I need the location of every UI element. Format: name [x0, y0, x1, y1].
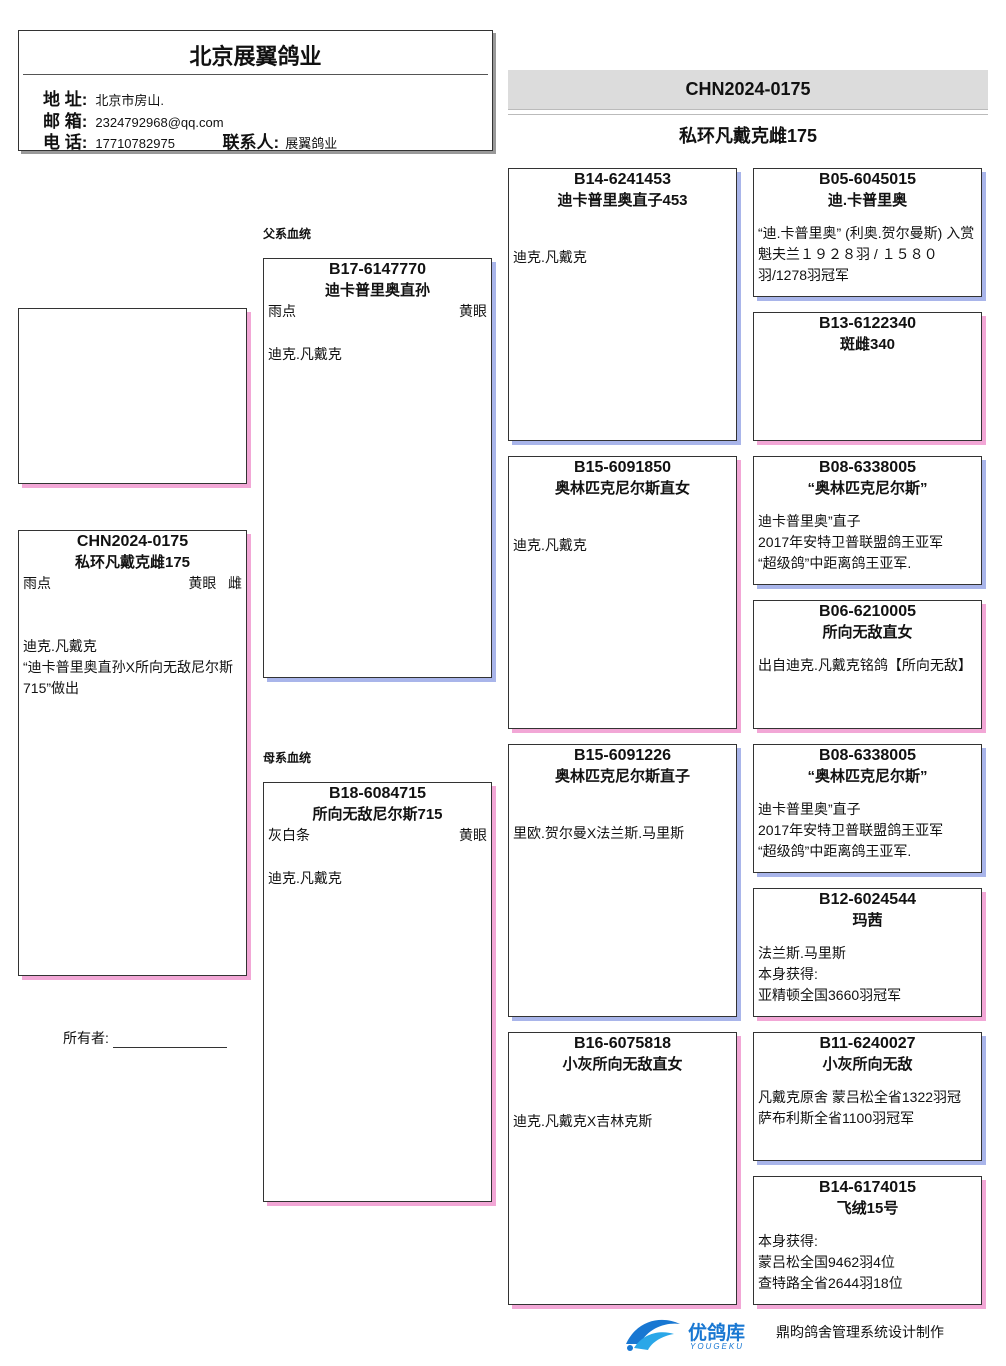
gp-ring: B14-6241453 [574, 171, 671, 188]
phone-label: 电 话: [43, 133, 88, 152]
dam-name: 所向无敌尼尔斯715 [312, 806, 443, 823]
owner-signature-line [112, 1033, 227, 1048]
ggp-ring: B08-6338005 [819, 459, 916, 476]
ggp-name: “奥林匹克尼尔斯” [807, 768, 928, 785]
photo-frame [18, 308, 247, 484]
phone-value: 17710782975 [95, 136, 175, 151]
dam-color: 灰白条 [268, 827, 310, 843]
ggp-ring: B11-6240027 [819, 1035, 916, 1052]
ggp-ring: B14-6174015 [819, 1179, 916, 1196]
ggp-description: 法兰斯.马里斯 本身获得: 亚精顿全国3660羽冠军 [758, 945, 902, 1003]
phone-row: 电 话: 17710782975 联系人: 展翼鸽业 [43, 128, 337, 153]
sire-name: 迪卡普里奥直孙 [324, 282, 430, 299]
gp-ring: B15-6091226 [574, 747, 671, 764]
granddam-paternal-card: B15-6091850 奥林匹克尼尔斯直女 迪克.凡戴克 [508, 456, 737, 729]
contact-label: 联系人: [222, 133, 280, 152]
ggp-description: 本身获得: 蒙吕松全国9462羽4位 查特路全省2644羽18位 [758, 1233, 903, 1291]
ggp-card-2: B13-6122340 斑雌340 [753, 312, 982, 441]
ggp-name: 小灰所向无敌 [822, 1056, 913, 1073]
sire-ring: B17-6147770 [329, 261, 426, 278]
gp-name: 奥林匹克尼尔斯直女 [554, 480, 690, 497]
subject-color: 雨点 [23, 575, 51, 591]
email-value: 2324792968@qq.com [95, 115, 224, 130]
subject-card: CHN2024-0175 私环凡戴克雌175 雨点 黄眼 雌 迪克.凡戴克 “迪… [18, 530, 247, 976]
sire-color: 雨点 [268, 303, 296, 319]
sire-eye: 黄眼 [459, 303, 487, 319]
dam-description: 迪克.凡戴克 [268, 870, 342, 886]
dam-eye: 黄眼 [459, 827, 487, 843]
address-value: 北京市房山. [95, 93, 165, 108]
header-divider [23, 74, 488, 75]
ggp-card-5: B08-6338005 “奥林匹克尼尔斯” 迪卡普里奥”直子 2017年安特卫普… [753, 744, 982, 873]
ggp-description: 凡戴克原舍 蒙吕松全省1322羽冠 萨布利斯全省1100羽冠军 [758, 1089, 962, 1126]
gp-description: 迪克.凡戴克X吉林克斯 [513, 1113, 653, 1129]
ggp-ring: B12-6024544 [819, 891, 916, 908]
pedigree-ring-band: CHN2024-0175 [508, 70, 988, 110]
subject-sex: 雌 [228, 575, 242, 591]
sire-line-label: 父系血统 [263, 227, 312, 241]
breeder-info-box: 北京展翼鸽业 地 址:北京市房山. 邮 箱:2324792968@qq.com … [18, 30, 493, 153]
breeder-title: 北京展翼鸽业 [189, 44, 322, 69]
subject-ring: CHN2024-0175 [76, 533, 189, 550]
ggp-name: 飞绒15号 [836, 1200, 899, 1217]
sire-card: B17-6147770 迪卡普里奥直孙 雨点 黄眼 迪克.凡戴克 [263, 258, 492, 678]
ggp-card-6: B12-6024544 玛茜 法兰斯.马里斯 本身获得: 亚精顿全国3660羽冠… [753, 888, 982, 1017]
ggp-description: 迪卡普里奥”直子 2017年安特卫普联盟鸽王亚军 “超级鸽”中距离鸽王亚军. [758, 801, 944, 859]
subject-eye: 黄眼 [188, 575, 217, 591]
contact-value: 展翼鸽业 [285, 136, 338, 151]
ggp-ring: B06-6210005 [819, 603, 916, 620]
ggp-name: 迪.卡普里奥 [827, 192, 908, 209]
ggp-ring: B13-6122340 [819, 315, 916, 332]
dam-traits: 灰白条 黄眼 [264, 825, 491, 846]
gp-ring: B15-6091850 [574, 459, 671, 476]
owner-label: 所有者: [63, 1030, 109, 1046]
ggp-name: 斑雌340 [839, 336, 896, 353]
ggp-card-3: B08-6338005 “奥林匹克尼尔斯” 迪卡普里奥”直子 2017年安特卫普… [753, 456, 982, 585]
ggp-card-1: B05-6045015 迪.卡普里奥 “迪.卡普里奥” (利奥.贺尔曼斯) 入赏… [753, 168, 982, 297]
dam-ring: B18-6084715 [329, 785, 426, 802]
gp-name: 小灰所向无敌直女 [562, 1056, 683, 1073]
sire-traits: 雨点 黄眼 [264, 301, 491, 322]
ggp-name: 所向无敌直女 [822, 624, 913, 641]
sire-description: 迪克.凡戴克 [268, 346, 342, 362]
address-label: 地 址: [43, 90, 88, 109]
email-label: 邮 箱: [43, 112, 88, 131]
band-divider [508, 114, 988, 115]
granddam-maternal-card: B16-6075818 小灰所向无敌直女 迪克.凡戴克X吉林克斯 [508, 1032, 737, 1305]
yougeku-logo-icon [626, 1319, 680, 1351]
subject-description: 迪克.凡戴克 “迪卡普里奥直孙X所向无敌尼尔斯715”做出 [23, 638, 233, 696]
logo-subtext: YOUGEKU [690, 1342, 745, 1351]
gp-name: 奥林匹克尼尔斯直子 [554, 768, 690, 785]
logo-text: 优鸽库 [688, 1323, 746, 1344]
grandsire-paternal-card: B14-6241453 迪卡普里奥直子453 迪克.凡戴克 [508, 168, 737, 441]
dam-card: B18-6084715 所向无敌尼尔斯715 灰白条 黄眼 迪克.凡戴克 [263, 782, 492, 1202]
ggp-ring: B08-6338005 [819, 747, 916, 764]
ggp-name: 玛茜 [852, 912, 883, 929]
address-row: 地 址: 北京市房山. [43, 85, 164, 110]
subject-name: 私环凡戴克雌175 [74, 554, 191, 571]
gp-description: 里欧.贺尔曼X法兰斯.马里斯 [513, 825, 685, 841]
gp-description: 迪克.凡戴克 [513, 537, 587, 553]
dam-line-label: 母系血统 [263, 751, 312, 765]
gp-description: 迪克.凡戴克 [513, 249, 587, 265]
credit-text: 鼎昀鸽舍管理系统设计制作 [776, 1324, 944, 1340]
ggp-name: “奥林匹克尼尔斯” [807, 480, 928, 497]
subject-traits: 雨点 黄眼 雌 [19, 573, 246, 594]
ggp-description: “迪.卡普里奥” (利奥.贺尔曼斯) 入赏魁夫兰１９２８羽 / １５８０羽/12… [758, 225, 975, 283]
footer: 优鸽库 YOUGEKU 鼎昀鸽舍管理系统设计制作 [620, 1312, 990, 1360]
ggp-card-4: B06-6210005 所向无敌直女 出自迪克.凡戴克铭鸽【所向无敌】 [753, 600, 982, 729]
gp-ring: B16-6075818 [574, 1035, 671, 1052]
owner-line: 所有者: [63, 1028, 253, 1048]
ggp-description: 出自迪克.凡戴克铭鸽【所向无敌】 [758, 657, 972, 673]
pedigree-bird-name: 私环凡戴克雌175 [678, 126, 818, 146]
ggp-description: 迪卡普里奥”直子 2017年安特卫普联盟鸽王亚军 “超级鸽”中距离鸽王亚军. [758, 513, 944, 571]
ggp-card-8: B14-6174015 飞绒15号 本身获得: 蒙吕松全国9462羽4位 查特路… [753, 1176, 982, 1305]
gp-name: 迪卡普里奥直子453 [557, 192, 688, 209]
grandsire-maternal-card: B15-6091226 奥林匹克尼尔斯直子 里欧.贺尔曼X法兰斯.马里斯 [508, 744, 737, 1017]
ggp-ring: B05-6045015 [819, 171, 916, 188]
email-row: 邮 箱: 2324792968@qq.com [43, 107, 224, 132]
ggp-card-7: B11-6240027 小灰所向无敌 凡戴克原舍 蒙吕松全省1322羽冠 萨布利… [753, 1032, 982, 1161]
